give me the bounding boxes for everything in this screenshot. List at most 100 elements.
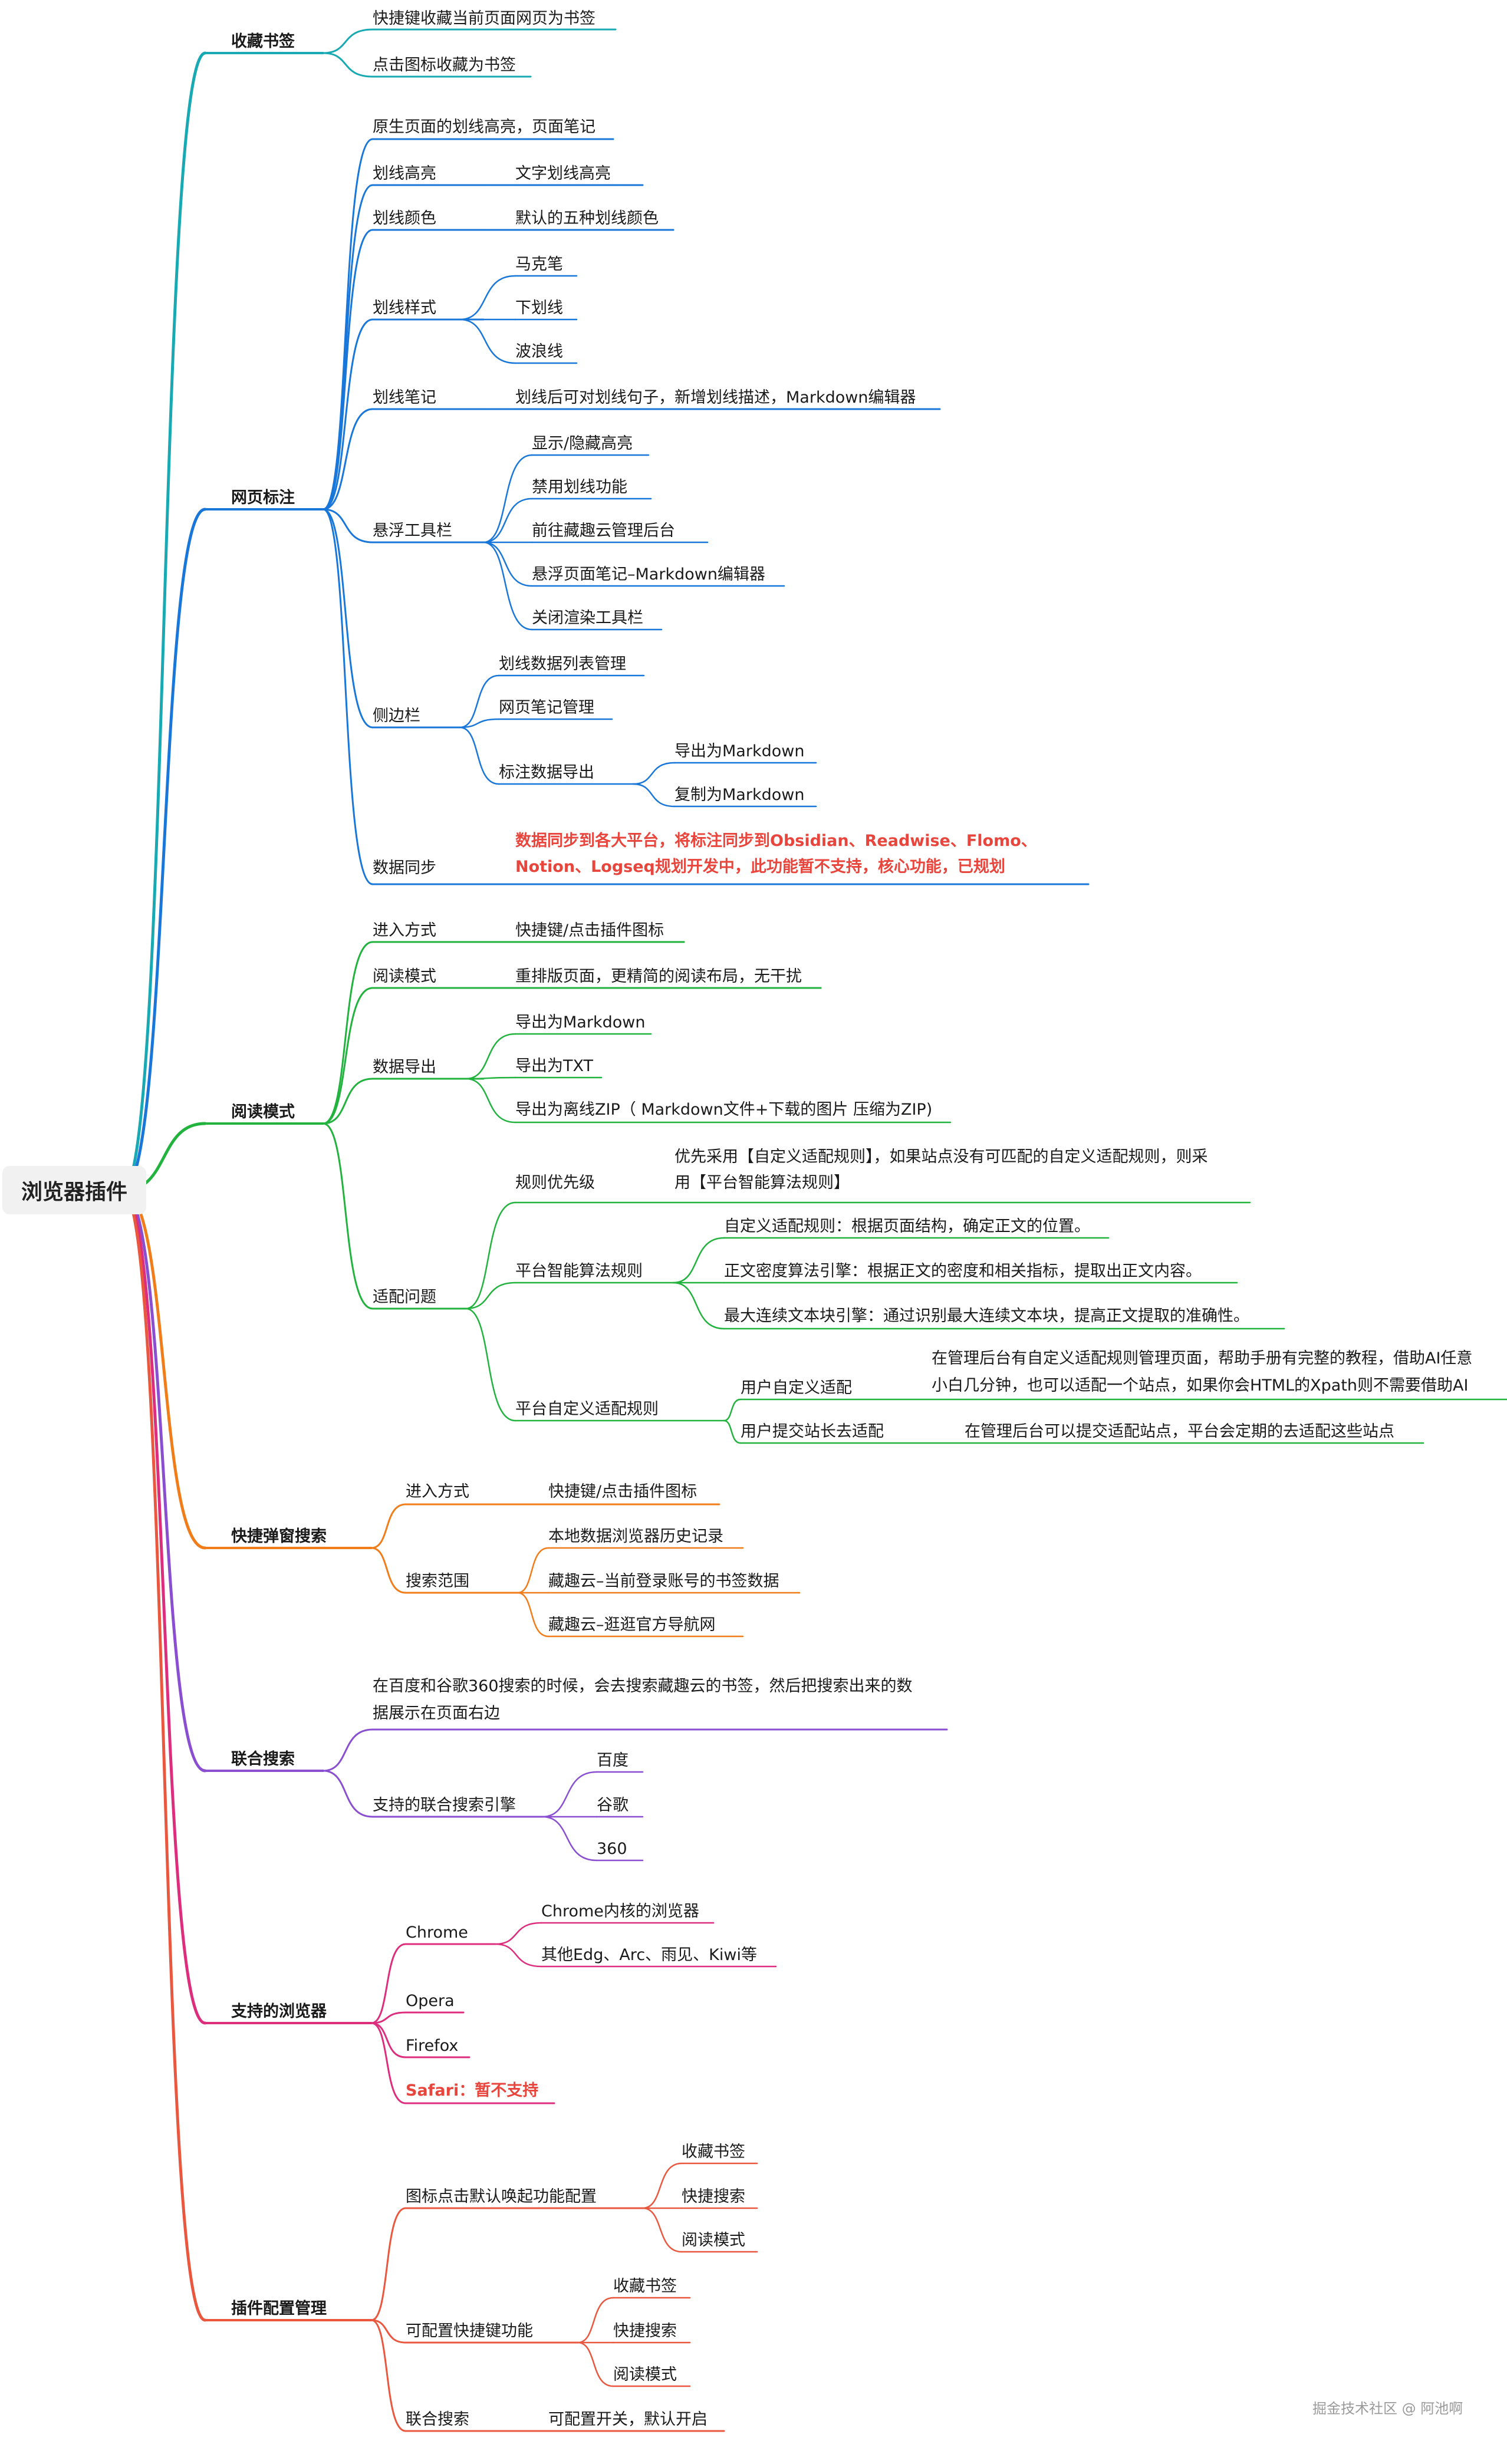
connector [516,1592,550,1638]
node-sidebar: 侧边栏 [373,707,420,725]
branch-annotate: 网页标注 [231,489,295,507]
connector [322,229,374,510]
leaf-highlight-text: 文字划线高亮 [515,164,611,183]
leaf-user-adapt-line-2: 小白几分钟，也可以适配一个站点，如果你会HTML的Xpath则不需要借助AI [932,1376,1469,1395]
node-adapt: 适配问题 [373,1288,436,1306]
connector [370,2022,407,2058]
node-highlight-style: 划线样式 [373,299,436,317]
leaf-algo-block: 最大连续文本块引擎：通过识别最大连续文本块，提高正文提取的准确性。 [724,1307,1249,1325]
connector [641,2207,683,2253]
connector [459,718,500,729]
leaf-toolbar-note: 悬浮页面笔记–Markdown编辑器 [532,565,765,584]
root-connector [121,51,207,1193]
node-chrome: Chrome [406,1923,468,1942]
leaf-priority-line-1: 优先采用【自定义适配规则】，如果站点没有可匹配的自定义适配规则，则采 [674,1148,1208,1166]
connector [459,674,500,729]
leaf-federated-desc-1: 在百度和谷歌360搜索的时候，会去搜索藏趣云的书签，然后把搜索出来的数 [373,1677,913,1695]
connector [322,508,374,729]
connector [482,541,533,631]
connector [672,1237,725,1284]
node-user-adapt: 用户自定义适配 [741,1379,852,1397]
leaf-shortcut-search: 快捷搜索 [613,2322,677,2340]
leaf-toolbar-close: 关闭渲染工具栏 [532,609,643,627]
connector [465,1076,516,1080]
leaf-algo-density: 正文密度算法引擎：根据正文的密度和相关指标，提取出正文内容。 [724,1262,1202,1280]
connector [370,2319,407,2432]
leaf-submit-adapt: 在管理后台可以提交适配站点，平台会定期的去适配这些站点 [965,1422,1394,1441]
node-reader-mode: 阅读模式 [373,967,436,986]
connector [465,1078,516,1124]
leaf-sync-line-2: Notion、Logseq规划开发中，此功能暂不支持，核心功能，已规划 [515,858,1005,876]
connector [322,941,374,1125]
leaf-shortcut-reader: 阅读模式 [613,2366,677,2384]
connector [465,1282,516,1310]
node-shortcut-config: 可配置快捷键功能 [406,2322,533,2340]
node-highlight: 划线高亮 [373,164,436,183]
leaf-priority-line-2: 用【平台智能算法规则】 [674,1174,850,1192]
connector [322,408,374,510]
leaf-reader-entry: 快捷键/点击插件图标 [515,921,664,940]
connector [723,1398,742,1422]
connector [370,2011,407,2024]
root-node: 浏览器插件 [2,1166,146,1214]
leaf-chrome-kernel: Chrome内核的浏览器 [541,1902,699,1921]
branch-config: 插件配置管理 [231,2300,327,2318]
leaf-algo-custom: 自定义适配规则：根据页面结构，确定正文的位置。 [724,1217,1090,1236]
leaf-icon-search: 快捷搜索 [682,2188,745,2206]
connector [459,318,516,364]
leaf-copy-md: 复制为Markdown [674,786,805,804]
connector [465,1201,516,1310]
connector [322,987,374,1125]
connector [370,2207,407,2321]
leaf-icon-reader: 阅读模式 [682,2231,745,2249]
connector [641,2162,683,2209]
connector [322,508,374,543]
root-connector [121,1189,207,2025]
connector [322,508,374,885]
connector [465,1307,516,1422]
leaf-style-underline: 下划线 [515,299,563,317]
leaf-icon-bookmark: 收藏书签 [682,2143,745,2161]
connector [322,318,374,510]
connector [459,726,500,785]
leaf-scope-nav: 藏趣云–逛逛官方导航网 [548,1616,716,1634]
leaf-engine-360: 360 [597,1840,627,1858]
node-icon-click: 图标点击默认唤起功能配置 [406,2188,597,2206]
connector [322,1122,374,1310]
root-connector [121,1189,207,2322]
leaf-native-highlight: 原生页面的划线高亮，页面笔记 [373,118,595,136]
connector [494,1943,542,1968]
leaf-bookmark-shortcut: 快捷键收藏当前页面网页为书签 [373,9,595,28]
connector [322,28,374,54]
node-data-sync: 数据同步 [373,859,436,877]
branch-browsers: 支持的浏览器 [231,2002,327,2021]
leaf-sync-line-1: 数据同步到各大平台，将标注同步到Obsidian、Readwise、Flomo、 [515,832,1037,850]
node-float-toolbar: 悬浮工具栏 [373,522,452,540]
leaf-style-marker: 马克笔 [515,255,563,274]
connector [482,454,533,543]
connector [577,2341,614,2387]
leaf-bookmark-icon: 点击图标收藏为书签 [373,56,516,74]
leaf-reader-mode: 重排版页面，更精简的阅读布局，无干扰 [515,967,802,986]
connector [516,1547,550,1594]
node-reader-export: 数据导出 [373,1058,436,1076]
connector [632,783,676,808]
node-export: 标注数据导出 [499,763,594,782]
leaf-firefox: Firefox [406,2037,459,2055]
leaf-export-md: 导出为Markdown [674,742,805,760]
leaf-scope-bookmarks: 藏趣云–当前登录账号的书签数据 [548,1572,779,1590]
leaf-engine-google: 谷歌 [597,1796,629,1814]
leaf-highlight-color: 默认的五种划线颜色 [515,209,659,228]
connector [370,2022,407,2104]
leaf-search-entry: 快捷键/点击插件图标 [548,1483,697,1501]
node-highlight-color: 划线颜色 [373,209,436,228]
connector [322,52,374,78]
leaf-user-adapt-line-1: 在管理后台有自定义适配规则管理页面，帮助手册有完整的教程，借助AI任意 [932,1349,1473,1368]
leaf-opera: Opera [406,1992,455,2010]
leaf-sidebar-notes: 网页笔记管理 [499,699,594,717]
connector [632,762,676,785]
connector [494,1922,542,1945]
connector [459,275,516,321]
leaf-sidebar-list: 划线数据列表管理 [499,655,626,673]
